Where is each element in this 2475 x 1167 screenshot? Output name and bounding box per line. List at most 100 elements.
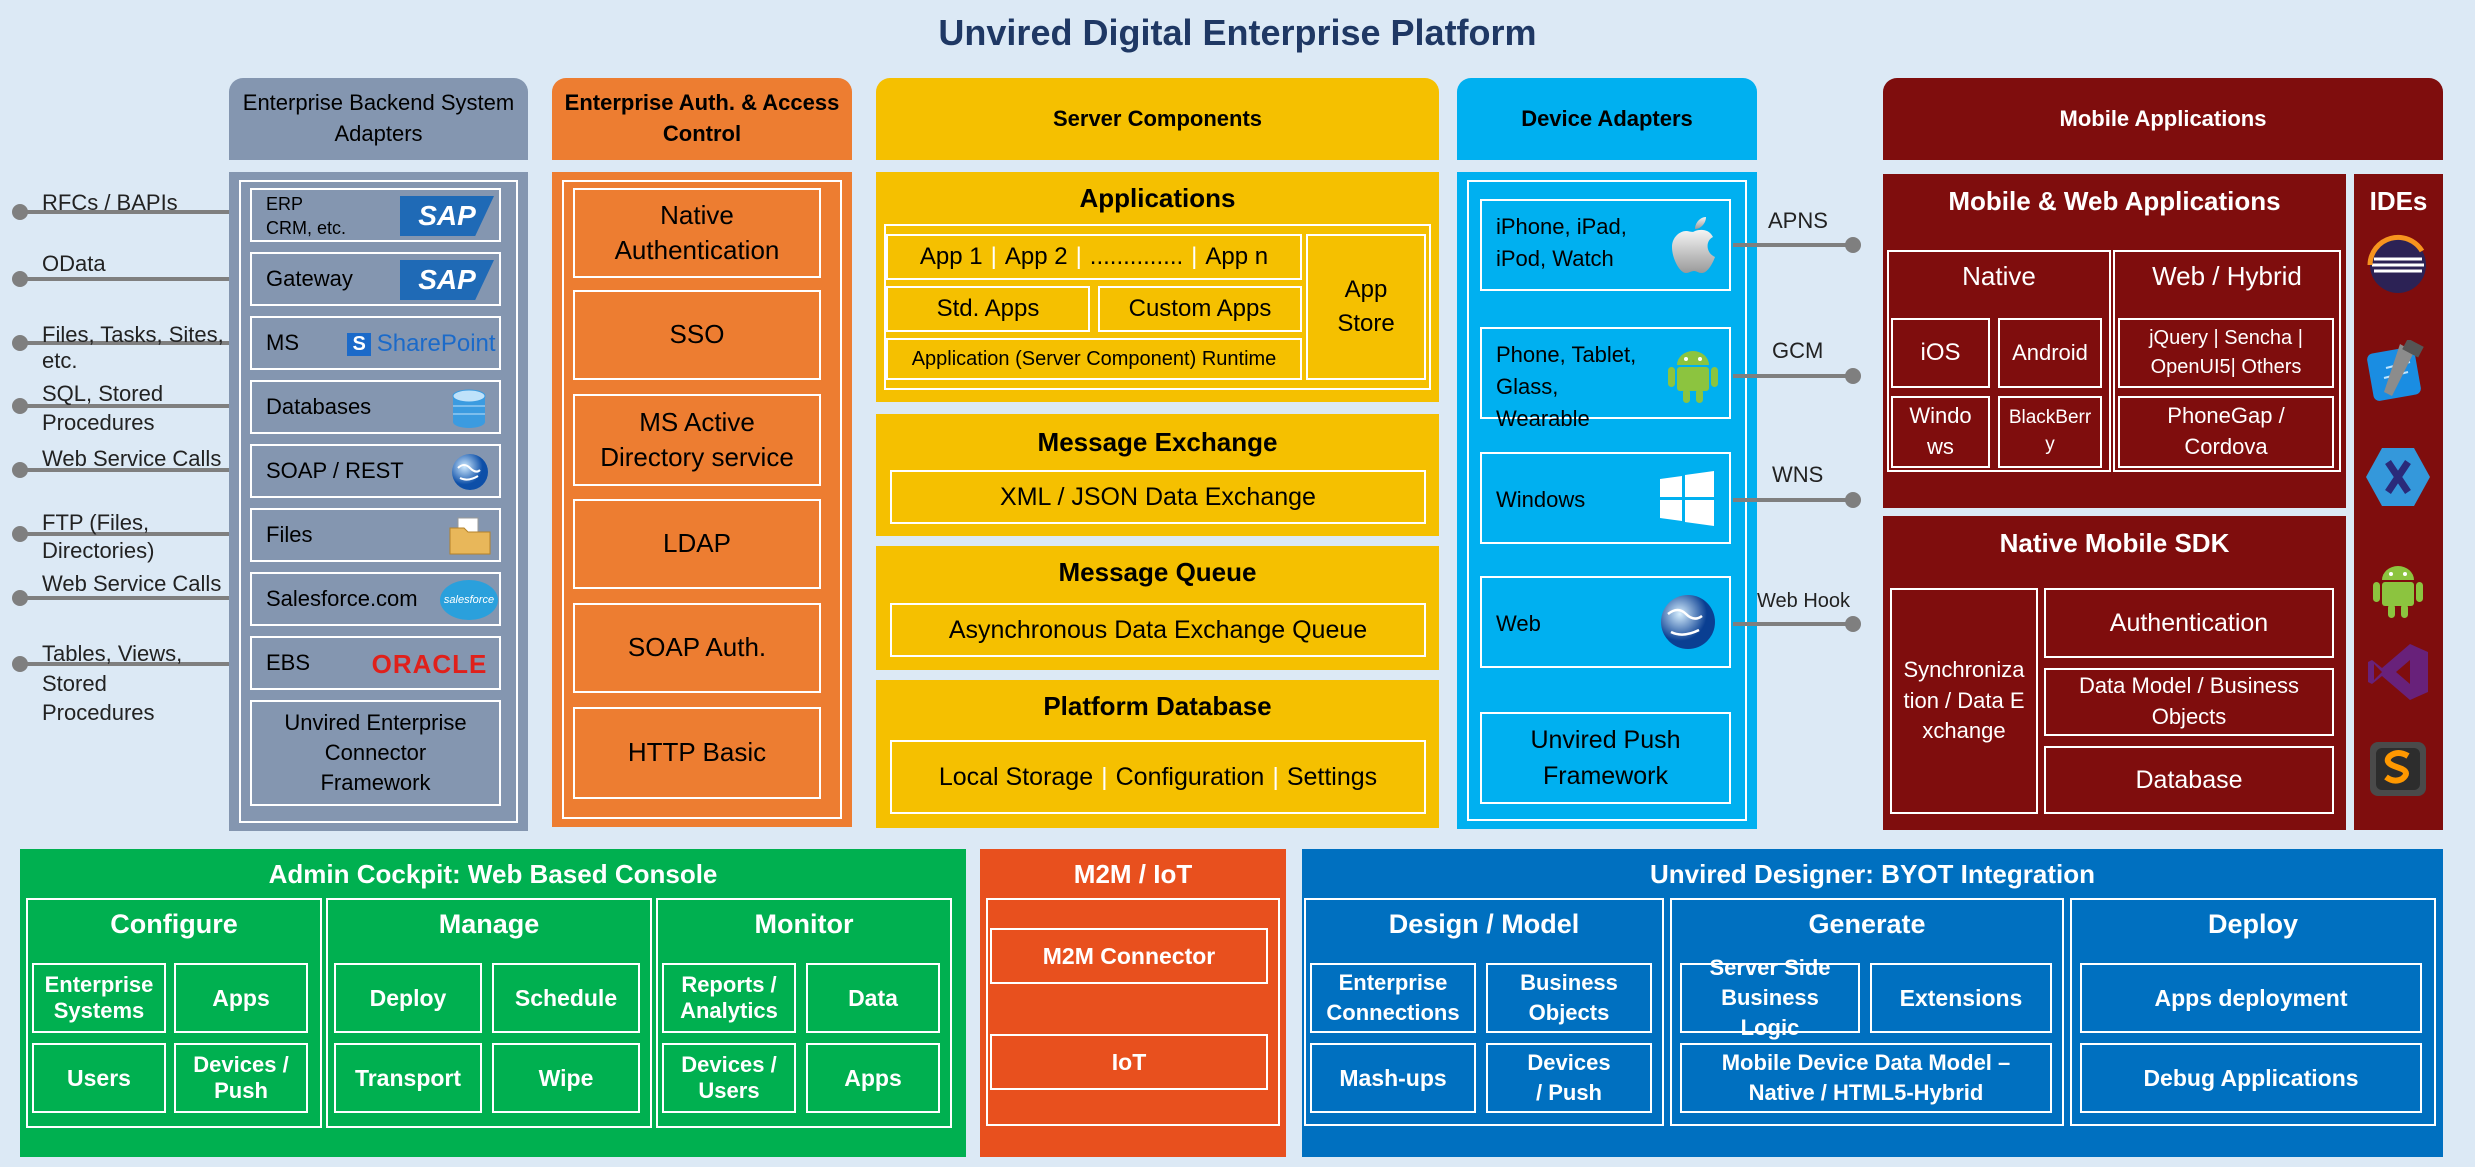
connector-line [20,596,252,600]
admin-group-monitor [656,898,952,1128]
db-item: Settings [1286,762,1378,791]
source-label: Web Service Calls [42,571,222,596]
admin-item[interactable]: Transport [334,1043,482,1113]
source-label: SQL, Stored Procedures [42,381,164,435]
web-phonegap[interactable]: PhoneGap / Cordova [2118,396,2334,468]
applications-frame [884,224,1431,390]
sdk-database[interactable]: Database [2044,746,2334,814]
device-android[interactable]: Phone, Tablet, Glass, Wearable [1480,327,1731,431]
backend-item-gateway[interactable]: Gateway SAP [250,252,501,306]
native-blackberry[interactable]: BlackBerry [1998,396,2102,468]
native-sdk-title: Native Mobile SDK [1999,527,2230,558]
auth-soap[interactable]: SOAP Auth. [573,603,821,693]
group-title: Configure [110,908,238,939]
push-framework[interactable]: Unvired Push Framework [1480,712,1731,804]
app-item: App n [1205,243,1269,270]
sap-logo: SAP [400,196,494,236]
native-android[interactable]: Android [1998,318,2102,388]
admin-item[interactable]: Wipe [492,1043,640,1113]
async-queue[interactable]: Asynchronous Data Exchange Queue [890,603,1426,657]
designer-item[interactable]: Debug Applications [2080,1043,2422,1113]
backend-item-sub: CRM, etc. [266,218,347,239]
device-header: Device Adapters [1457,78,1757,160]
oracle-logo: ORACLE [371,648,488,679]
group-title: Design / Model [1388,908,1580,939]
designer-item[interactable]: Mash-ups [1310,1043,1476,1113]
backend-item-files[interactable]: Files [250,508,501,562]
designer-panel [1302,849,2443,1157]
connector-framework[interactable]: Unvired Enterprise Connector Framework [250,700,501,806]
backend-item-databases[interactable]: Databases [250,380,501,434]
sdk-auth[interactable]: Authentication [2044,588,2334,658]
visual-studio-icon [2368,644,2428,700]
sap-logo: SAP [400,260,494,300]
server-header: Server Components [876,78,1439,160]
app-runtime[interactable]: Application (Server Component) Runtime [886,338,1302,380]
designer-group-design [1304,898,1664,1126]
admin-item[interactable]: Apps [174,963,308,1033]
android-icon [1668,351,1718,403]
std-apps[interactable]: Std. Apps [886,286,1090,332]
auth-ad[interactable]: MS Active Directory service [573,394,821,486]
auth-sso[interactable]: SSO [573,290,821,380]
admin-item[interactable]: Users [32,1043,166,1113]
backend-item-label: EBS [266,650,311,675]
m2m-connector[interactable]: M2M Connector [990,928,1268,984]
admin-item[interactable]: Data [806,963,940,1033]
m2m-iot[interactable]: IoT [990,1034,1268,1090]
device-label: Windows [1496,487,1586,512]
web-frameworks[interactable]: jQuery | Sencha | OpenUI5| Others [2118,318,2334,388]
apps-row[interactable]: App 1| App 2| ..............| App n [886,234,1302,280]
device-web[interactable]: Web [1480,576,1731,668]
backend-item-label: Salesforce.com [266,586,418,611]
device-label: iPhone, iPad, iPod, Watch [1496,214,1627,271]
globe-icon [452,454,488,490]
backend-header: Enterprise Backend System Adapters [229,78,528,160]
admin-item[interactable]: Devices / Push [174,1043,308,1113]
connector-dot [1845,492,1861,508]
auth-native[interactable]: Native Authentication [573,188,821,278]
designer-group-generate [1670,898,2064,1126]
admin-item[interactable]: Schedule [492,963,640,1033]
designer-item[interactable]: Server Side Business Logic [1680,955,1860,1040]
admin-item[interactable]: Deploy [334,963,482,1033]
designer-item[interactable]: Extensions [1870,963,2052,1033]
xml-json-exchange[interactable]: XML / JSON Data Exchange [890,470,1426,524]
admin-item[interactable]: Reports / Analytics [662,963,796,1033]
backend-item-soap-rest[interactable]: SOAP / REST [250,444,501,498]
app-item: .............. [1089,243,1184,270]
admin-title: Admin Cockpit: Web Based Console [268,858,718,889]
platform-database-items[interactable]: Local Storage| Configuration| Settings [890,740,1426,814]
sdk-data-model[interactable]: Data Model / Business Objects [2044,668,2334,736]
m2m-panel [980,849,1286,1157]
designer-item[interactable]: Devices / Push [1486,1043,1652,1113]
device-windows[interactable]: Windows [1480,452,1731,544]
native-sdk-panel [1883,516,2346,830]
app-store[interactable]: App Store [1306,234,1426,380]
designer-item[interactable]: Mobile Device Data Model – Native / HTML… [1680,1043,2052,1113]
custom-apps[interactable]: Custom Apps [1098,286,1302,332]
native-windows[interactable]: Windows [1891,396,1990,468]
designer-item[interactable]: Apps deployment [2080,963,2422,1033]
connector-line [20,468,252,472]
native-ios[interactable]: iOS [1891,318,1990,388]
backend-item-ebs[interactable]: EBS ORACLE [250,636,501,690]
auth-ldap[interactable]: LDAP [573,499,821,589]
admin-item[interactable]: Devices / Users [662,1043,796,1113]
source-label: Files, Tasks, Sites, etc. [42,322,224,374]
channel-label: WNS [1772,462,1824,487]
designer-item[interactable]: Business Objects [1486,963,1652,1033]
backend-item-label: Gateway [266,266,353,291]
device-ios[interactable]: iPhone, iPad, iPod, Watch [1480,199,1731,291]
device-label: Phone, Tablet, Glass, Wearable [1496,342,1637,431]
designer-item[interactable]: Enterprise Connections [1310,963,1476,1033]
sdk-sync[interactable]: Synchronization / Data Exchange [1890,588,2038,814]
mobile-web-title: Mobile & Web Applications [1948,185,2281,216]
backend-item-salesforce[interactable]: Salesforce.com salesforce [250,572,501,626]
admin-item[interactable]: Enterprise Systems [32,963,166,1033]
page-title: Unvired Digital Enterprise Platform [938,12,1537,53]
auth-http[interactable]: HTTP Basic [573,707,821,799]
admin-item[interactable]: Apps [806,1043,940,1113]
